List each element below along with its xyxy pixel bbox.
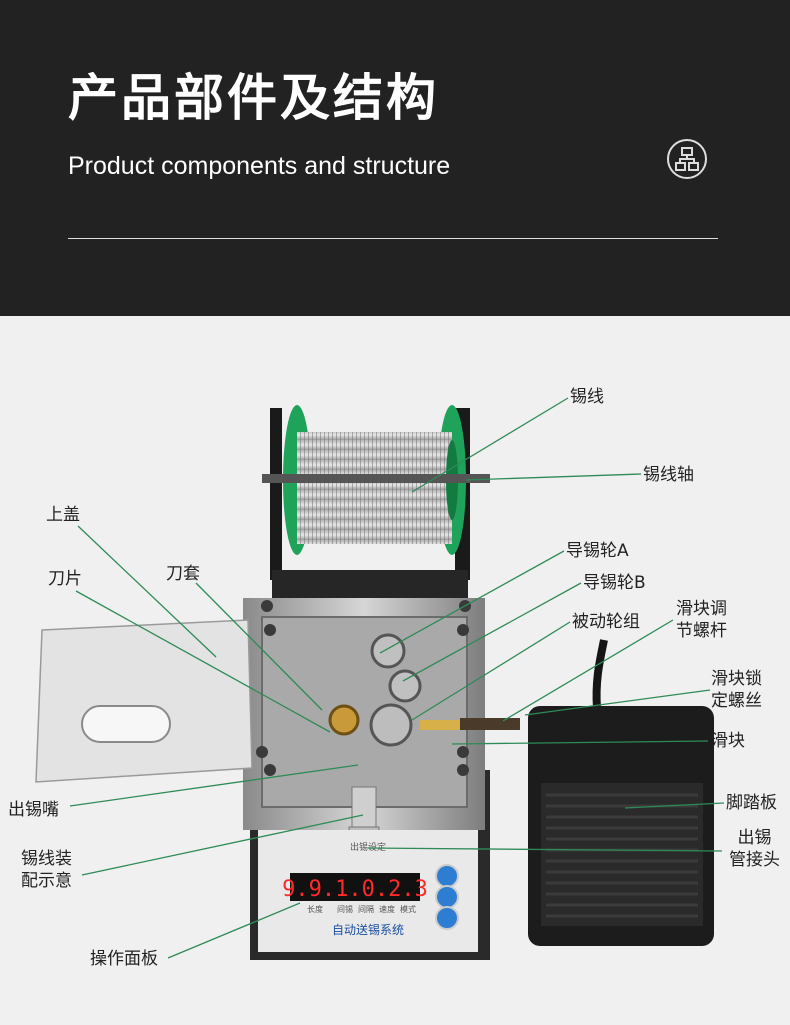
label-guide-wheel-b: 导锡轮B <box>583 573 646 593</box>
label-outlet-connector: 出锡 管接头 <box>729 827 780 871</box>
panel-key-label: 长度 <box>307 904 323 914</box>
header-divider <box>68 238 718 239</box>
slider-screw <box>460 718 520 730</box>
label-pedal: 脚踏板 <box>726 793 777 813</box>
leader-lines <box>69 397 725 959</box>
label-line: 滑块锁 <box>711 669 762 689</box>
label-line: 滑块调 <box>676 599 727 619</box>
label-line: 定螺丝 <box>711 691 762 711</box>
label-slider: 滑块 <box>711 731 745 751</box>
label-solder-wire: 锡线 <box>570 387 604 407</box>
blade-sleeve-part <box>328 704 360 736</box>
panel-key-label: 间隔 <box>358 905 374 914</box>
label-line: 出锡 <box>737 828 772 848</box>
panel-brand: 自动送锡系统 <box>332 922 404 937</box>
spool-shaft <box>262 474 490 483</box>
label-line: 配示意 <box>21 871 72 891</box>
panel-key-label: 间锡 <box>337 905 353 914</box>
set-key[interactable] <box>435 906 459 930</box>
label-guide-wheel-a: 导锡轮A <box>566 541 629 561</box>
label-slider-lock: 滑块锁 定螺丝 <box>711 668 762 712</box>
down-key[interactable] <box>435 885 459 909</box>
panel-key-label: 模式 <box>400 904 416 914</box>
control-panel: 出锡设定 9.9.1.0.2.3 长度 间锡 间隔 速度 模式 自动送锡系统 <box>258 830 478 952</box>
page-title: 产品部件及结构 <box>68 69 439 127</box>
label-passive-wheel: 被动轮组 <box>572 612 640 632</box>
panel-key-label: 速度 <box>379 904 395 914</box>
label-wire-shaft: 锡线轴 <box>643 465 694 485</box>
label-line: 锡线装 <box>21 849 72 869</box>
page-subtitle: Product components and structure <box>68 152 451 180</box>
sitemap-icon <box>667 139 707 179</box>
panel-top-label: 出锡设定 <box>350 841 386 853</box>
label-top-cover: 上盖 <box>46 505 80 525</box>
passive-wheel-group <box>369 703 413 747</box>
up-key[interactable] <box>435 864 459 888</box>
slider-block <box>420 720 460 730</box>
label-slider-adjust: 滑块调 节螺杆 <box>676 598 727 642</box>
label-panel: 操作面板 <box>90 949 158 969</box>
panel-display: 9.9.1.0.2.3 <box>282 877 428 902</box>
label-line: 管接头 <box>729 850 780 870</box>
header-banner: 产品部件及结构 Product components and structure <box>0 0 790 316</box>
label-blade: 刀片 <box>48 569 82 589</box>
guide-wheel-b <box>388 669 422 703</box>
guide-wheel-a <box>370 633 406 669</box>
label-blade-sleeve: 刀套 <box>166 564 200 584</box>
solder-spool <box>262 405 490 555</box>
blade-plate <box>35 619 253 783</box>
label-assembly-diagram: 锡线装 配示意 <box>21 848 72 892</box>
label-nozzle: 出锡嘴 <box>8 800 59 820</box>
foot-pedal <box>528 639 714 946</box>
label-line: 节螺杆 <box>676 621 727 641</box>
